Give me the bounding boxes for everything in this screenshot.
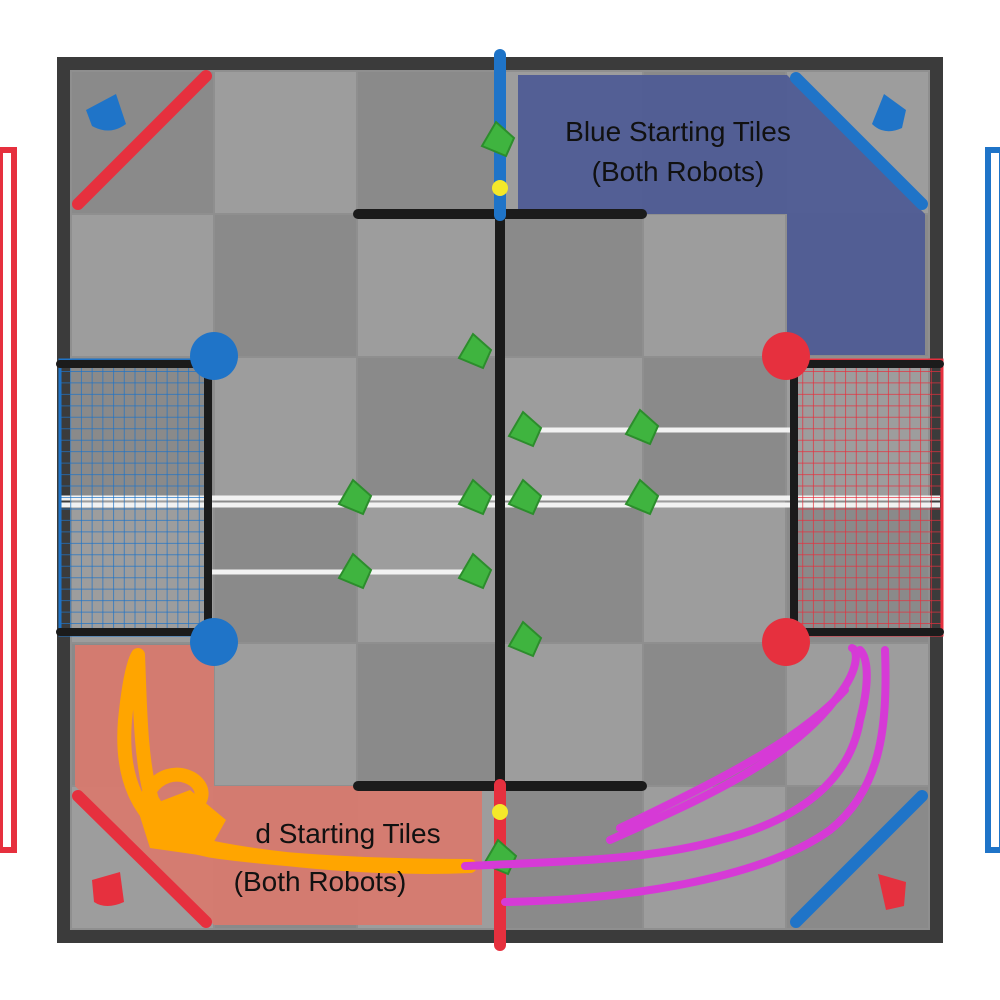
net-goal-icon [790,358,944,637]
corner-bars [72,70,928,928]
triball-icon [457,478,493,516]
cone-icon [872,94,906,132]
floor-tile [358,215,499,356]
cone-icon [878,874,906,910]
blue-starting-tiles-sublabel: (Both Robots) [592,156,765,187]
cone-icon [92,872,124,906]
triball-icon [507,620,543,658]
cone-icon [86,94,126,131]
red-goal-post [762,332,810,380]
red-alliance-border [0,147,17,853]
triball-icon [457,552,493,590]
triball-icon [507,410,543,448]
floor-tile [501,644,642,785]
triball-icon [507,478,543,516]
floor-tile [358,72,499,213]
yellow-marker-bottom [492,804,508,820]
floor-tile [358,644,499,785]
floor-tile [72,215,213,356]
floor-tile [644,215,785,356]
floor-tile [358,358,499,499]
floor-tile [787,501,928,642]
floor-tile [501,501,642,642]
floor-tile [644,501,785,642]
floor-tile [215,72,356,213]
triball-icon [337,552,373,590]
goal-frames [56,360,944,636]
blue-starting-tiles-label: Blue Starting Tiles [565,116,791,147]
blue-goal-post [190,618,238,666]
magenta-robot-path [461,644,890,906]
red-starting-tiles-sublabel: (Both Robots) [234,866,407,897]
floor-tile [215,215,356,356]
floor-tile [72,501,213,642]
blue-alliance-border [985,147,1000,853]
yellow-marker-top [492,180,508,196]
triball-icon [480,120,516,158]
red-goal-post [762,618,810,666]
red-starting-tiles-label: d Starting Tiles [255,818,440,849]
red-starting-tiles [75,645,482,925]
orange-robot-blob [138,790,226,856]
floor-tile [501,215,642,356]
triball-icon [624,408,660,446]
blue-goal-post [190,332,238,380]
net-goal-icon [58,358,212,637]
floor-tile [215,358,356,499]
triball-icon [624,478,660,516]
triballs [337,120,660,876]
floor-tile [215,644,356,785]
triball-icon [457,332,493,370]
blue-starting-tiles [518,75,925,355]
triball-icon [337,478,373,516]
